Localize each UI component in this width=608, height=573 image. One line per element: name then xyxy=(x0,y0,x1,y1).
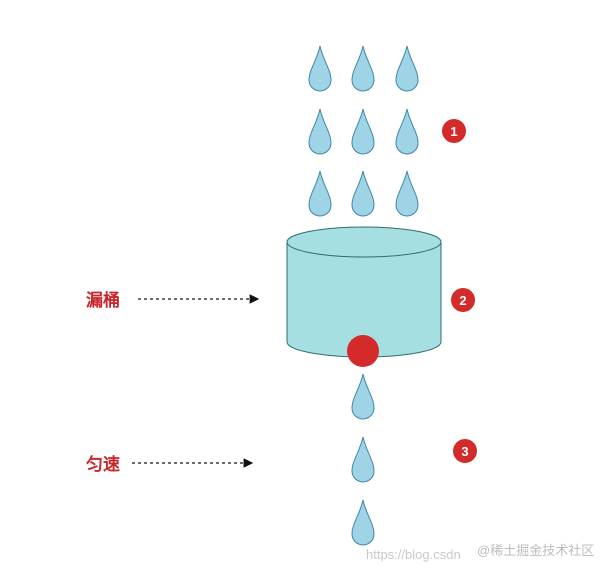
outgoing-drops xyxy=(351,373,375,546)
leak-hole xyxy=(347,335,379,367)
water-drop-icon xyxy=(308,170,332,217)
water-drop-icon xyxy=(395,108,419,155)
badge-number: 3 xyxy=(461,444,468,459)
water-drop-icon xyxy=(351,170,375,217)
water-drop-icon xyxy=(351,436,375,483)
badge-number: 1 xyxy=(450,124,457,139)
badge-number: 2 xyxy=(459,293,466,308)
incoming-drops xyxy=(308,45,419,217)
bucket-cylinder xyxy=(286,226,442,358)
water-drop-icon xyxy=(351,45,375,92)
water-drop-icon xyxy=(351,373,375,420)
water-drop-icon xyxy=(308,108,332,155)
water-drop-icon xyxy=(351,499,375,546)
water-drop-icon xyxy=(308,45,332,92)
badge-2: 2 xyxy=(451,288,475,312)
watermark-url: https://blog.csdn xyxy=(366,547,461,562)
watermark-site: @稀土掘金技术社区 xyxy=(477,543,594,558)
badge-1: 1 xyxy=(442,119,466,143)
water-drop-icon xyxy=(395,45,419,92)
rate-label: 匀速 xyxy=(86,454,120,475)
bucket-label: 漏桶 xyxy=(86,290,120,311)
water-drop-icon xyxy=(395,170,419,217)
water-drop-icon xyxy=(351,108,375,155)
badge-3: 3 xyxy=(453,439,477,463)
